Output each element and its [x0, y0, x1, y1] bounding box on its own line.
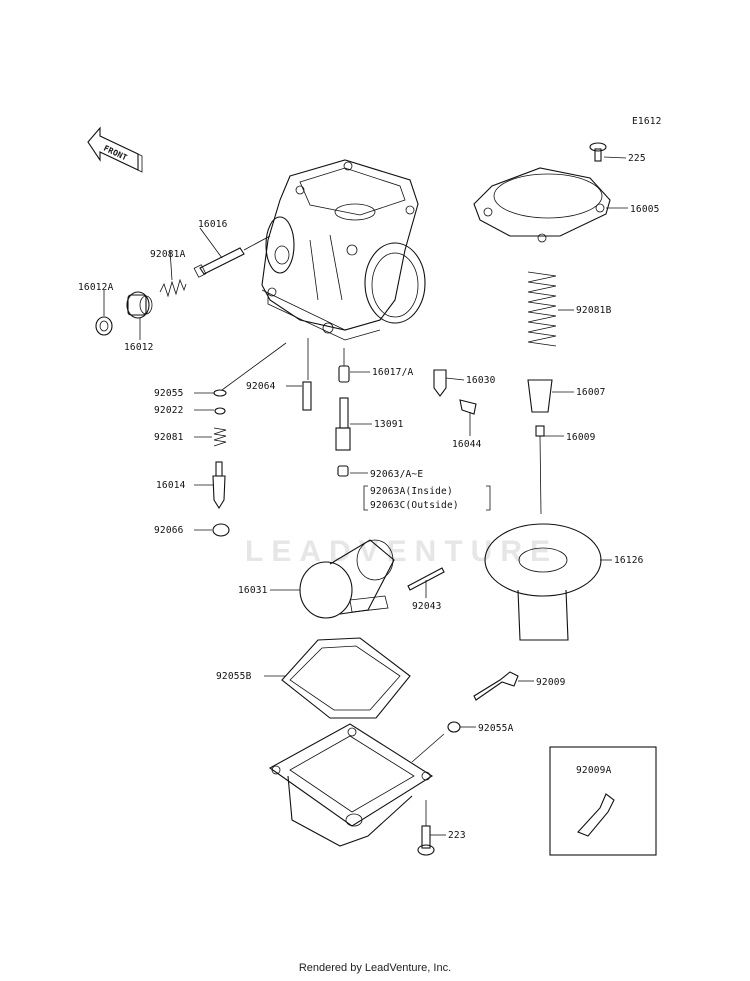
label-16031: 16031 — [238, 585, 268, 596]
part-92063-plug — [337, 465, 349, 477]
part-92081B-spring — [527, 271, 557, 347]
part-92043-pin — [407, 567, 445, 591]
part-16030-float-valve — [433, 369, 447, 397]
part-92066-plug — [212, 523, 230, 537]
label-16007: 16007 — [576, 387, 606, 398]
label-92063C: 92063C(Outside) — [370, 500, 459, 511]
part-16009-needle — [535, 425, 545, 515]
label-16012: 16012 — [124, 342, 154, 353]
part-92055-oring — [213, 389, 227, 397]
part-92055A-oring — [447, 721, 461, 733]
label-92066: 92066 — [154, 525, 184, 536]
label-225: 225 — [628, 153, 646, 164]
label-92043: 92043 — [412, 601, 442, 612]
part-92081A-spring — [159, 278, 187, 298]
part-16016-screw — [193, 235, 271, 278]
label-92081A: 92081A — [150, 249, 186, 260]
carburetor-body — [261, 159, 426, 341]
part-16044-clip — [459, 399, 477, 415]
label-16012A: 16012A — [78, 282, 114, 293]
label-92081B: 92081B — [576, 305, 612, 316]
label-92055A: 92055A — [478, 723, 514, 734]
label-223: 223 — [448, 830, 466, 841]
part-92064-jet — [302, 381, 312, 411]
label-92081: 92081 — [154, 432, 184, 443]
label-92064: 92064 — [246, 381, 276, 392]
part-13091-needle-jet — [335, 397, 351, 451]
label-92009: 92009 — [536, 677, 566, 688]
label-92063A: 92063A(Inside) — [370, 486, 453, 497]
bracket-right — [486, 485, 491, 511]
label-16017A: 16017/A — [372, 367, 414, 378]
part-92009A-screw — [577, 793, 615, 837]
label-92063AE: 92063/A~E — [370, 469, 423, 480]
label-92055: 92055 — [154, 388, 184, 399]
part-16014-screw — [212, 461, 226, 510]
part-92009-screw — [473, 671, 519, 701]
part-225-screw — [589, 142, 607, 162]
label-13091: 13091 — [374, 419, 404, 430]
part-92081-spring — [213, 427, 227, 447]
footer-credit: Rendered by LeadVenture, Inc. — [298, 962, 452, 974]
label-92009A: 92009A — [576, 765, 612, 776]
part-16012-cap — [126, 291, 153, 319]
label-16005: 16005 — [630, 204, 660, 215]
bracket-left — [363, 485, 368, 511]
leader-lines — [103, 156, 628, 836]
label-92022: 92022 — [154, 405, 184, 416]
watermark: LEADVENTURE — [245, 535, 558, 568]
label-92055B: 92055B — [216, 671, 252, 682]
part-223-screw — [417, 825, 435, 856]
part-92055B-gasket — [281, 637, 411, 719]
label-16014: 16014 — [156, 480, 186, 491]
part-float-bowl — [268, 723, 434, 847]
part-16007-holder — [527, 379, 553, 413]
front-arrow-icon: FRONT — [87, 126, 143, 173]
part-92022-washer — [214, 407, 226, 415]
label-16016: 16016 — [198, 219, 228, 230]
label-16009: 16009 — [566, 432, 596, 443]
diagram-code: E1612 — [632, 116, 662, 127]
part-16012A-ring — [95, 316, 113, 336]
inset-box — [549, 746, 657, 856]
part-16005-top-cap — [473, 167, 611, 243]
label-16044: 16044 — [452, 439, 482, 450]
label-16030: 16030 — [466, 375, 496, 386]
part-16017-jet — [338, 365, 350, 383]
label-16126: 16126 — [614, 555, 644, 566]
